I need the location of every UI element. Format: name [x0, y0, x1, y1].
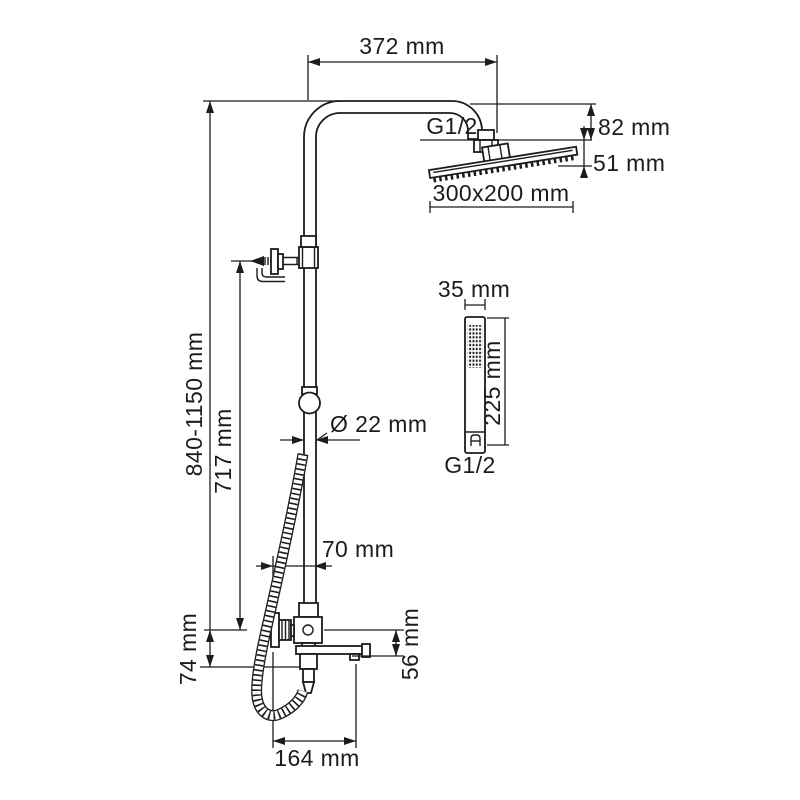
bracket-flange: [270, 248, 279, 275]
dimension-labels: 372 mm G1/2 82 mm 51 mm 300x200 mm 35 mm…: [175, 33, 670, 771]
label-arm-width: 372 mm: [359, 33, 444, 59]
hose-nut: [299, 653, 318, 670]
slider-knob: [298, 391, 321, 415]
hand-shower-spray-face: [467, 325, 483, 368]
spout: [295, 645, 370, 655]
label-column-height: 717 mm: [210, 408, 236, 493]
bracket-hook: [256, 268, 285, 283]
label-spout-drop: 56 mm: [397, 608, 423, 680]
hand-shower-inlet: [470, 434, 481, 446]
label-total-height: 840-1150 mm: [181, 332, 207, 477]
spout-end: [361, 643, 371, 658]
label-spout-reach: 164 mm: [274, 745, 359, 771]
hose-cone: [301, 681, 316, 694]
mixer-cartridge: [302, 624, 314, 636]
spout-aerator: [349, 653, 360, 661]
label-head-size: 300x200 mm: [433, 180, 570, 206]
mixer-body: [293, 616, 323, 644]
label-head-height: 51 mm: [593, 150, 665, 176]
shower-hose: [251, 453, 309, 722]
slider-holder: [298, 386, 321, 415]
bracket-bolt-arrow: [250, 256, 264, 266]
label-mixer-offset: 70 mm: [322, 536, 394, 562]
label-handshower-length: 225 mm: [479, 340, 505, 425]
label-pipe-diameter: Ø 22 mm: [330, 411, 427, 437]
wall-bracket: [250, 235, 319, 283]
hand-shower: [464, 316, 486, 454]
mixer: [270, 602, 371, 694]
label-top-thread: G1/2: [426, 113, 477, 139]
label-handshower-thread: G1/2: [444, 452, 495, 478]
label-head-drop: 82 mm: [598, 114, 670, 140]
label-base-offset: 74 mm: [175, 613, 201, 685]
shower-head-nozzles: [433, 154, 578, 183]
arm-connector-upper: [477, 129, 495, 141]
label-handshower-width: 35 mm: [438, 276, 510, 302]
